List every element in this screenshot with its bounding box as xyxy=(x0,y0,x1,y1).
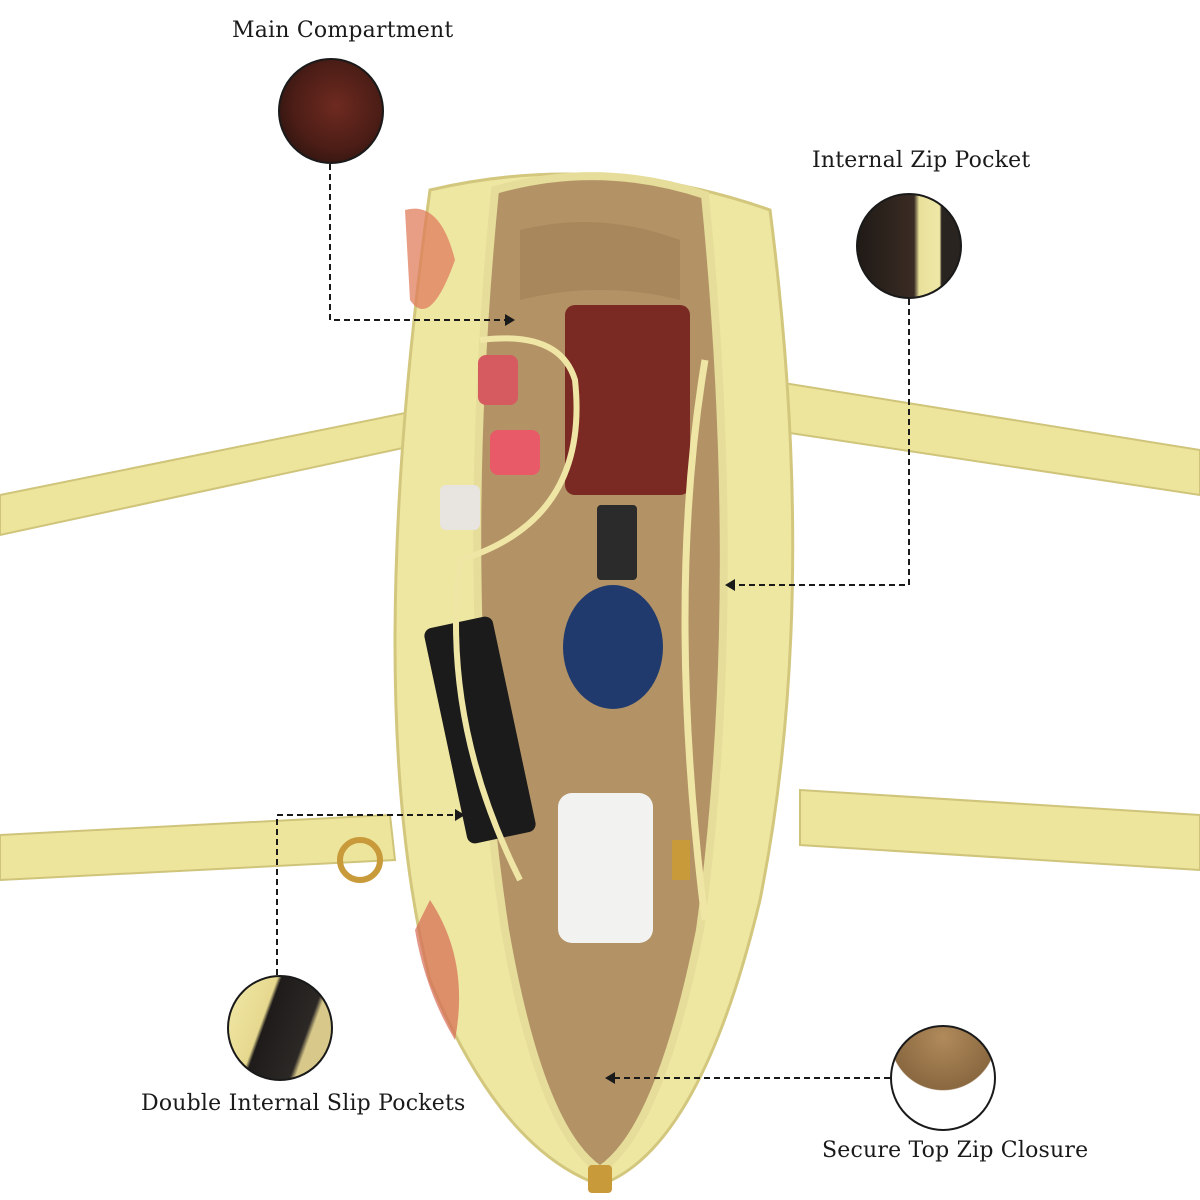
lipstick-2 xyxy=(490,430,540,475)
compact xyxy=(440,485,480,530)
main-compartment-detail-image xyxy=(278,58,384,164)
floral-print xyxy=(405,208,455,309)
arrow-main xyxy=(505,314,515,326)
arrow-zip xyxy=(725,579,735,591)
slip-pockets-detail-image xyxy=(227,975,333,1081)
zip-pocket-edge xyxy=(681,359,709,921)
perfume xyxy=(597,505,637,580)
leader-main xyxy=(329,164,505,321)
main-compartment-label: Main Compartment xyxy=(232,18,454,43)
double-internal-slip-pockets-label: Double Internal Slip Pockets xyxy=(141,1091,466,1116)
left-strap xyxy=(0,406,442,537)
arrow-slip xyxy=(455,809,465,821)
lower-right-strap xyxy=(799,788,1200,872)
strap-ring-left xyxy=(337,837,383,883)
leader-zip xyxy=(735,299,910,586)
deodorant xyxy=(563,585,663,709)
zip-pull xyxy=(672,840,690,880)
secure-top-zip-closure-label: Secure Top Zip Closure xyxy=(822,1138,1089,1163)
internal-zip-pocket-detail-image xyxy=(856,193,962,299)
top-zip-closure-detail-image xyxy=(890,1025,996,1131)
top-zip-pull xyxy=(588,1165,612,1193)
powerbank xyxy=(558,793,653,943)
lower-left-strap xyxy=(0,813,397,882)
phone xyxy=(424,616,536,844)
arrow-top xyxy=(605,1072,615,1084)
leader-slip xyxy=(276,814,455,975)
internal-zip-pocket-label: Internal Zip Pocket xyxy=(812,148,1031,173)
lipstick-1 xyxy=(478,355,518,405)
right-strap xyxy=(763,378,1200,497)
slip-pocket-edge xyxy=(453,335,580,882)
wallet xyxy=(565,305,690,495)
